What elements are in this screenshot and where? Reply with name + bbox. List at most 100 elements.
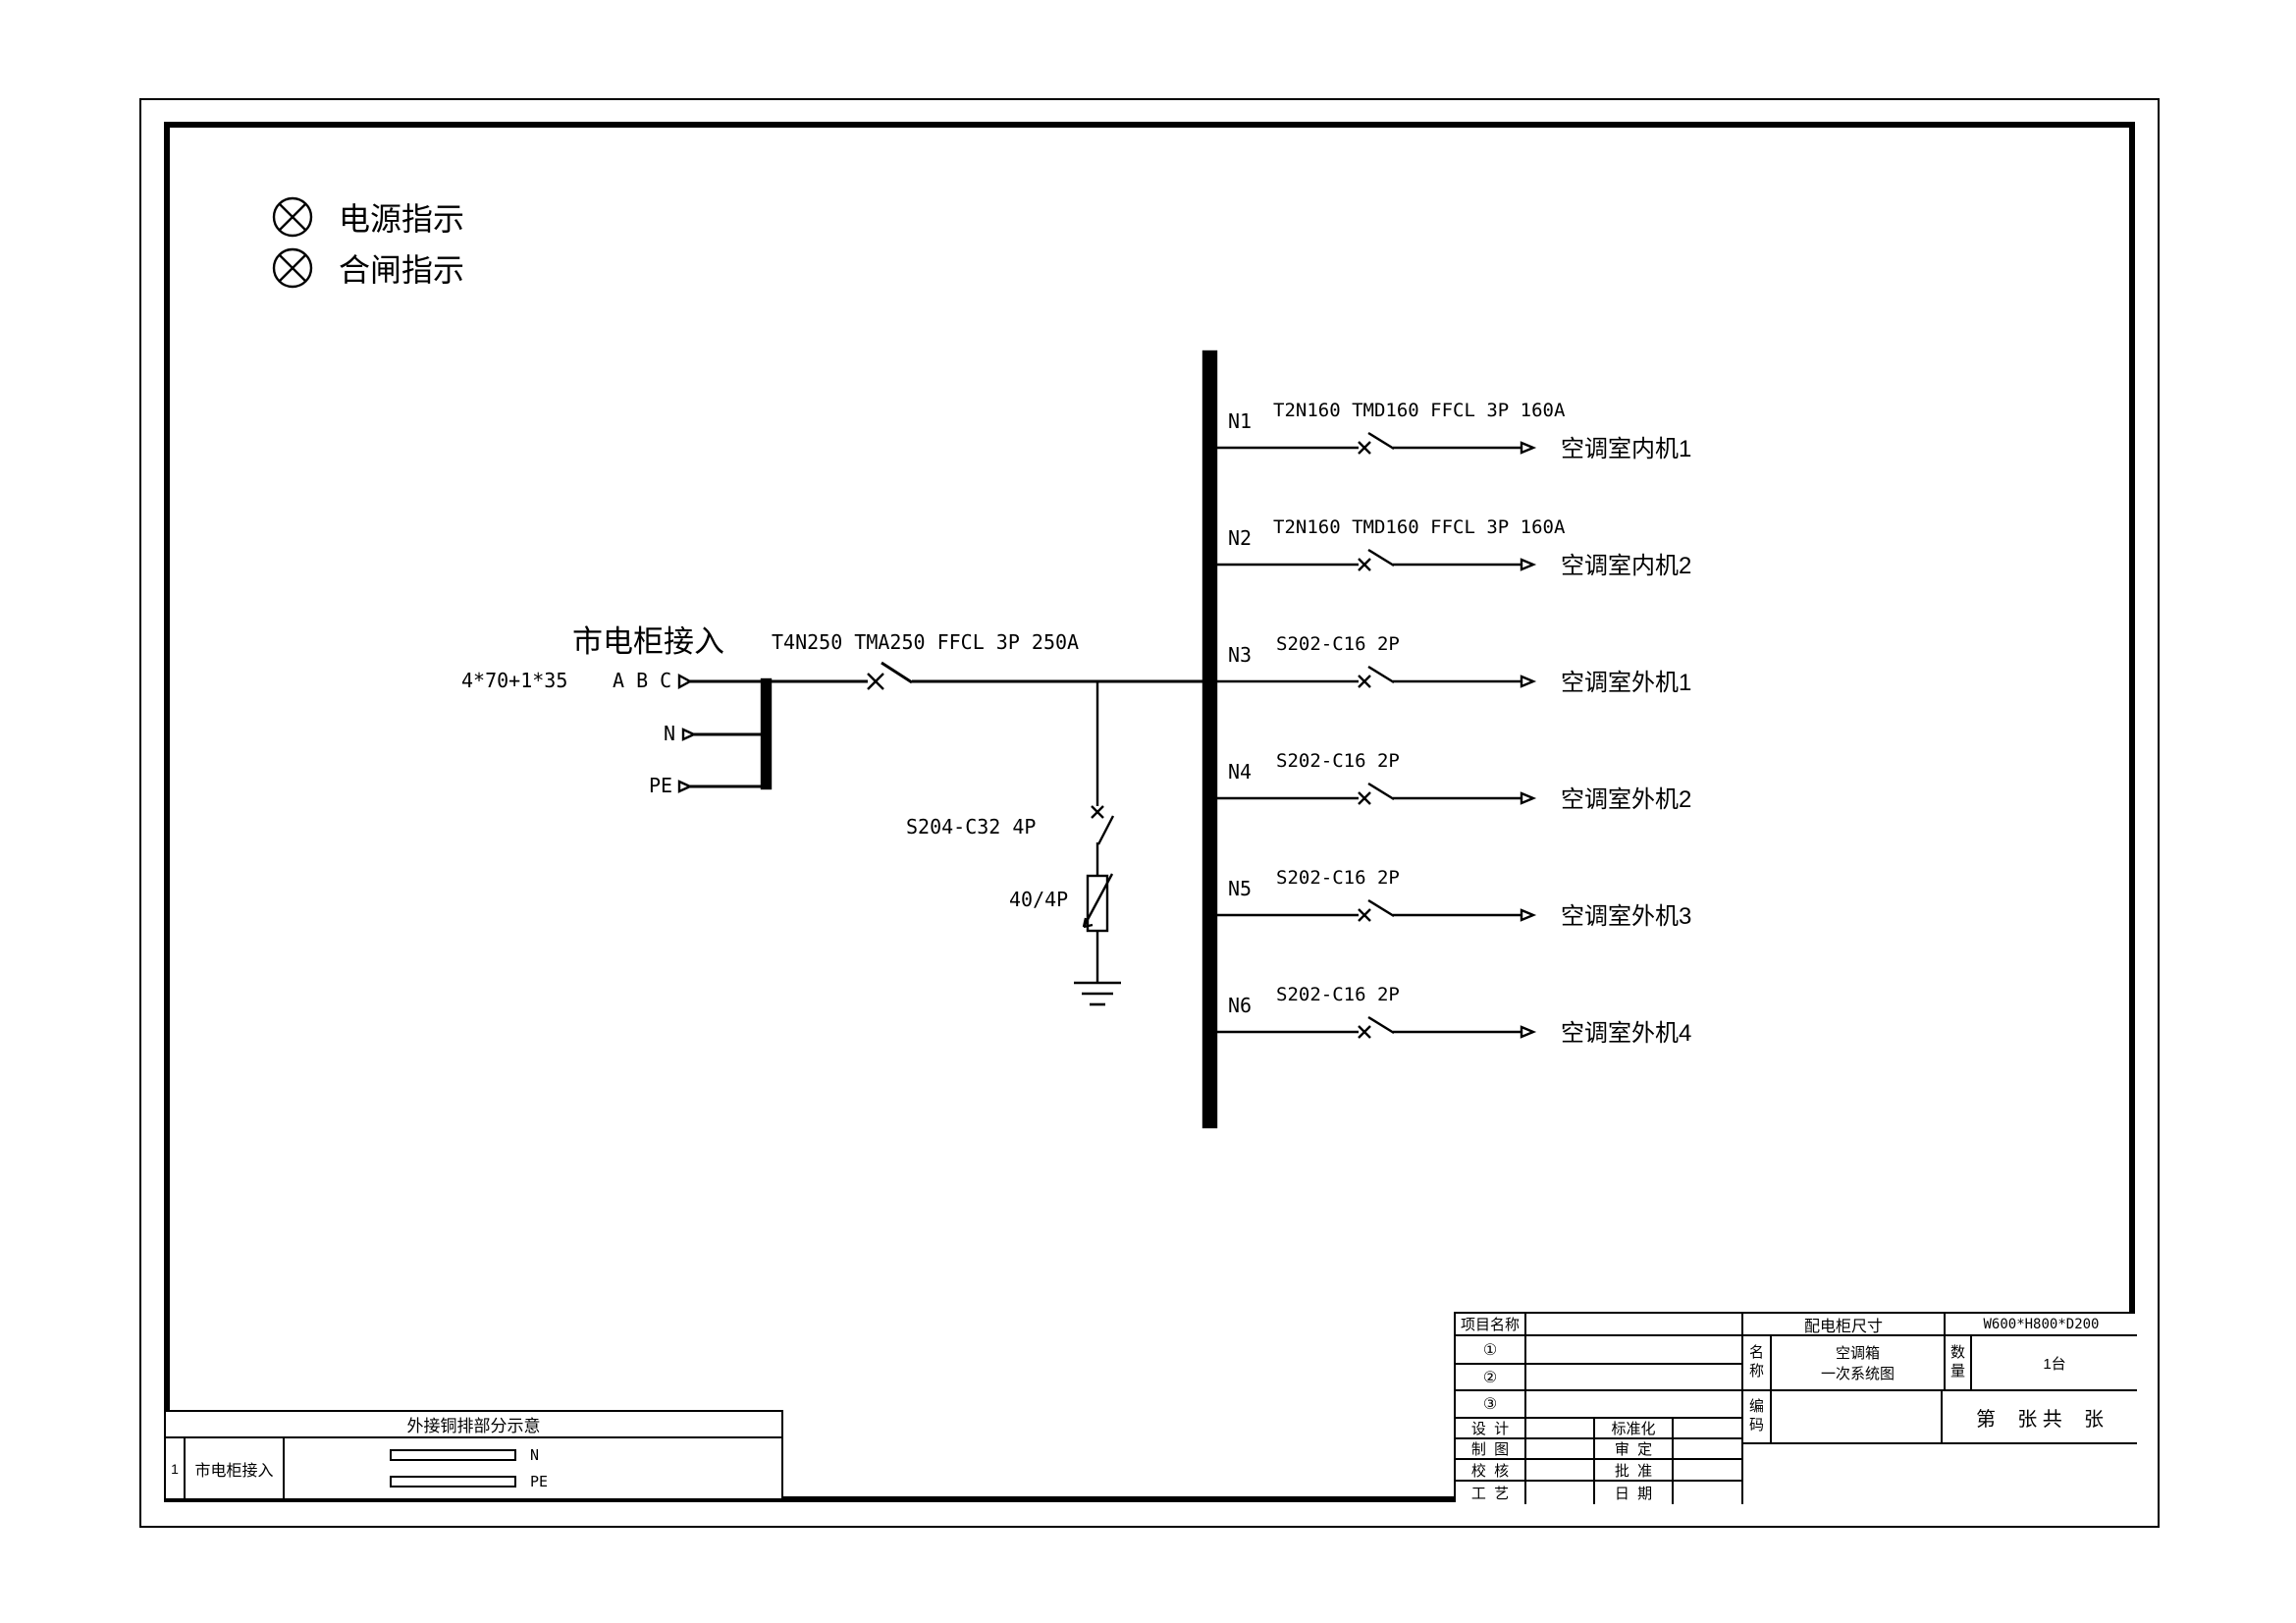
feeder-circuit bbox=[1216, 782, 1537, 805]
feeder-load-label: 空调室外机4 bbox=[1561, 1020, 1692, 1047]
feeder-arrow-icon bbox=[1520, 441, 1537, 455]
feeder-circuit bbox=[1216, 548, 1537, 571]
feeder-breaker-spec: T2N160 TMD160 FFCL 3P 160A bbox=[1273, 400, 1566, 421]
sheet-outer-border bbox=[139, 98, 2160, 1528]
approve-value bbox=[1674, 1460, 1743, 1482]
n-bar-label: N bbox=[530, 1446, 540, 1464]
code-value bbox=[1772, 1391, 1943, 1444]
examine-value bbox=[1674, 1439, 1743, 1460]
main-breaker-icon bbox=[867, 661, 1203, 690]
drafting-value bbox=[1526, 1439, 1595, 1460]
phase-label: A B C bbox=[613, 669, 672, 692]
copper-bar-graphics: N PE bbox=[285, 1438, 781, 1498]
feeder-id: N3 bbox=[1228, 643, 1253, 667]
feeder-load-label: 空调室外机2 bbox=[1561, 786, 1692, 813]
item-value-3 bbox=[1526, 1391, 1743, 1419]
title-block-blank-area bbox=[1743, 1444, 2137, 1504]
project-name-label: 项目名称 bbox=[1456, 1314, 1526, 1336]
date-value bbox=[1674, 1482, 1743, 1504]
drafting-label: 制 图 bbox=[1456, 1439, 1526, 1460]
feeder-circuit bbox=[1216, 898, 1537, 922]
process-label: 工 艺 bbox=[1456, 1482, 1526, 1504]
name-label: 名称 bbox=[1743, 1336, 1772, 1391]
code-label: 编码 bbox=[1743, 1391, 1772, 1444]
legend-label-power: 电源指示 bbox=[339, 201, 465, 237]
item-mark-2: ② bbox=[1456, 1365, 1526, 1391]
feeder-load-label: 空调室外机3 bbox=[1561, 903, 1692, 930]
item-mark-3: ③ bbox=[1456, 1391, 1526, 1419]
quantity-label: 数量 bbox=[1946, 1336, 1972, 1391]
pe-bar-label: PE bbox=[530, 1473, 549, 1490]
sheet-number: 第 张 共 张 bbox=[1943, 1391, 2137, 1444]
title-block: 项目名称 配电柜尺寸 W600*H800*D200 ① ② ③ 设 计 标准化 … bbox=[1454, 1312, 2137, 1504]
cable-spec: 4*70+1*35 bbox=[461, 669, 568, 692]
copper-bar-table-title: 外接铜排部分示意 bbox=[166, 1412, 781, 1438]
feeder-breaker-spec: S202-C16 2P bbox=[1276, 984, 1400, 1005]
feeder-breaker-spec: S202-C16 2P bbox=[1276, 867, 1400, 889]
date-label: 日 期 bbox=[1595, 1482, 1674, 1504]
item-mark-1: ① bbox=[1456, 1336, 1526, 1365]
project-name-value bbox=[1526, 1314, 1743, 1336]
surge-breaker-spec: S204-C32 4P bbox=[906, 815, 1037, 839]
standardization-label: 标准化 bbox=[1595, 1419, 1674, 1439]
surge-arrester-spec: 40/4P bbox=[1009, 888, 1069, 911]
feeder-load-label: 空调室内机1 bbox=[1561, 436, 1692, 462]
feeder-id: N5 bbox=[1228, 877, 1253, 900]
lamp-icon bbox=[272, 196, 313, 238]
feeder-id: N4 bbox=[1228, 760, 1253, 784]
entry-arrow-icon bbox=[681, 728, 697, 741]
neutral-label: N bbox=[664, 722, 676, 745]
design-value bbox=[1526, 1419, 1595, 1439]
n-bar-icon bbox=[390, 1449, 516, 1461]
feeder-breaker-spec: T2N160 TMD160 FFCL 3P 160A bbox=[1273, 516, 1566, 538]
check-value bbox=[1526, 1460, 1595, 1482]
item-value-1 bbox=[1526, 1336, 1743, 1365]
feeder-id: N1 bbox=[1228, 409, 1253, 433]
incoming-wires bbox=[677, 673, 868, 793]
feeder-load-label: 空调室外机1 bbox=[1561, 670, 1692, 696]
pe-label: PE bbox=[649, 774, 673, 797]
feeder-id: N6 bbox=[1228, 994, 1253, 1017]
approve-label: 批 准 bbox=[1595, 1460, 1674, 1482]
surge-breaker-icon bbox=[1091, 805, 1115, 845]
main-breaker-spec: T4N250 TMA250 FFCL 3P 250A bbox=[772, 630, 1080, 654]
feeder-arrow-icon bbox=[1520, 791, 1537, 805]
feeder-arrow-icon bbox=[1520, 908, 1537, 922]
feeder-id: N2 bbox=[1228, 526, 1253, 550]
ground-icon bbox=[1074, 981, 1121, 1006]
feeder-arrow-icon bbox=[1520, 1025, 1537, 1039]
copper-bar-row-no: 1 bbox=[166, 1438, 186, 1498]
process-value bbox=[1526, 1482, 1595, 1504]
pe-bar-icon bbox=[390, 1476, 516, 1488]
incoming-junction-bar bbox=[760, 677, 773, 790]
feeder-circuit bbox=[1216, 431, 1537, 455]
examine-label: 审 定 bbox=[1595, 1439, 1674, 1460]
cabinet-size-value: W600*H800*D200 bbox=[1946, 1314, 2137, 1336]
feeder-arrow-icon bbox=[1520, 558, 1537, 571]
quantity-value: 1台 bbox=[1972, 1336, 2137, 1391]
feeder-circuit bbox=[1216, 665, 1537, 688]
standardization-value bbox=[1674, 1419, 1743, 1439]
feeder-circuit bbox=[1216, 1015, 1537, 1039]
check-label: 校 核 bbox=[1456, 1460, 1526, 1482]
feeder-arrow-icon bbox=[1520, 675, 1537, 688]
lamp-icon bbox=[272, 247, 313, 289]
legend-label-closing: 合闸指示 bbox=[339, 252, 465, 288]
sheet-inner-border bbox=[164, 122, 2135, 1502]
item-value-2 bbox=[1526, 1365, 1743, 1391]
surge-arrester-icon bbox=[1082, 873, 1114, 933]
main-busbar bbox=[1201, 350, 1218, 1129]
design-label: 设 计 bbox=[1456, 1419, 1526, 1439]
cabinet-size-label: 配电柜尺寸 bbox=[1743, 1314, 1946, 1336]
feeder-breaker-spec: S202-C16 2P bbox=[1276, 633, 1400, 655]
drawing-name-value: 空调箱 一次系统图 bbox=[1772, 1336, 1946, 1391]
surge-branch bbox=[1074, 681, 1121, 1006]
copper-bar-table: 外接铜排部分示意 1 市电柜接入 N PE bbox=[164, 1410, 783, 1500]
entry-arrow-icon bbox=[677, 780, 693, 793]
incoming-title: 市电柜接入 bbox=[572, 624, 724, 659]
entry-arrow-icon bbox=[677, 673, 693, 690]
feeder-load-label: 空调室内机2 bbox=[1561, 553, 1692, 579]
feeder-breaker-spec: S202-C16 2P bbox=[1276, 750, 1400, 772]
